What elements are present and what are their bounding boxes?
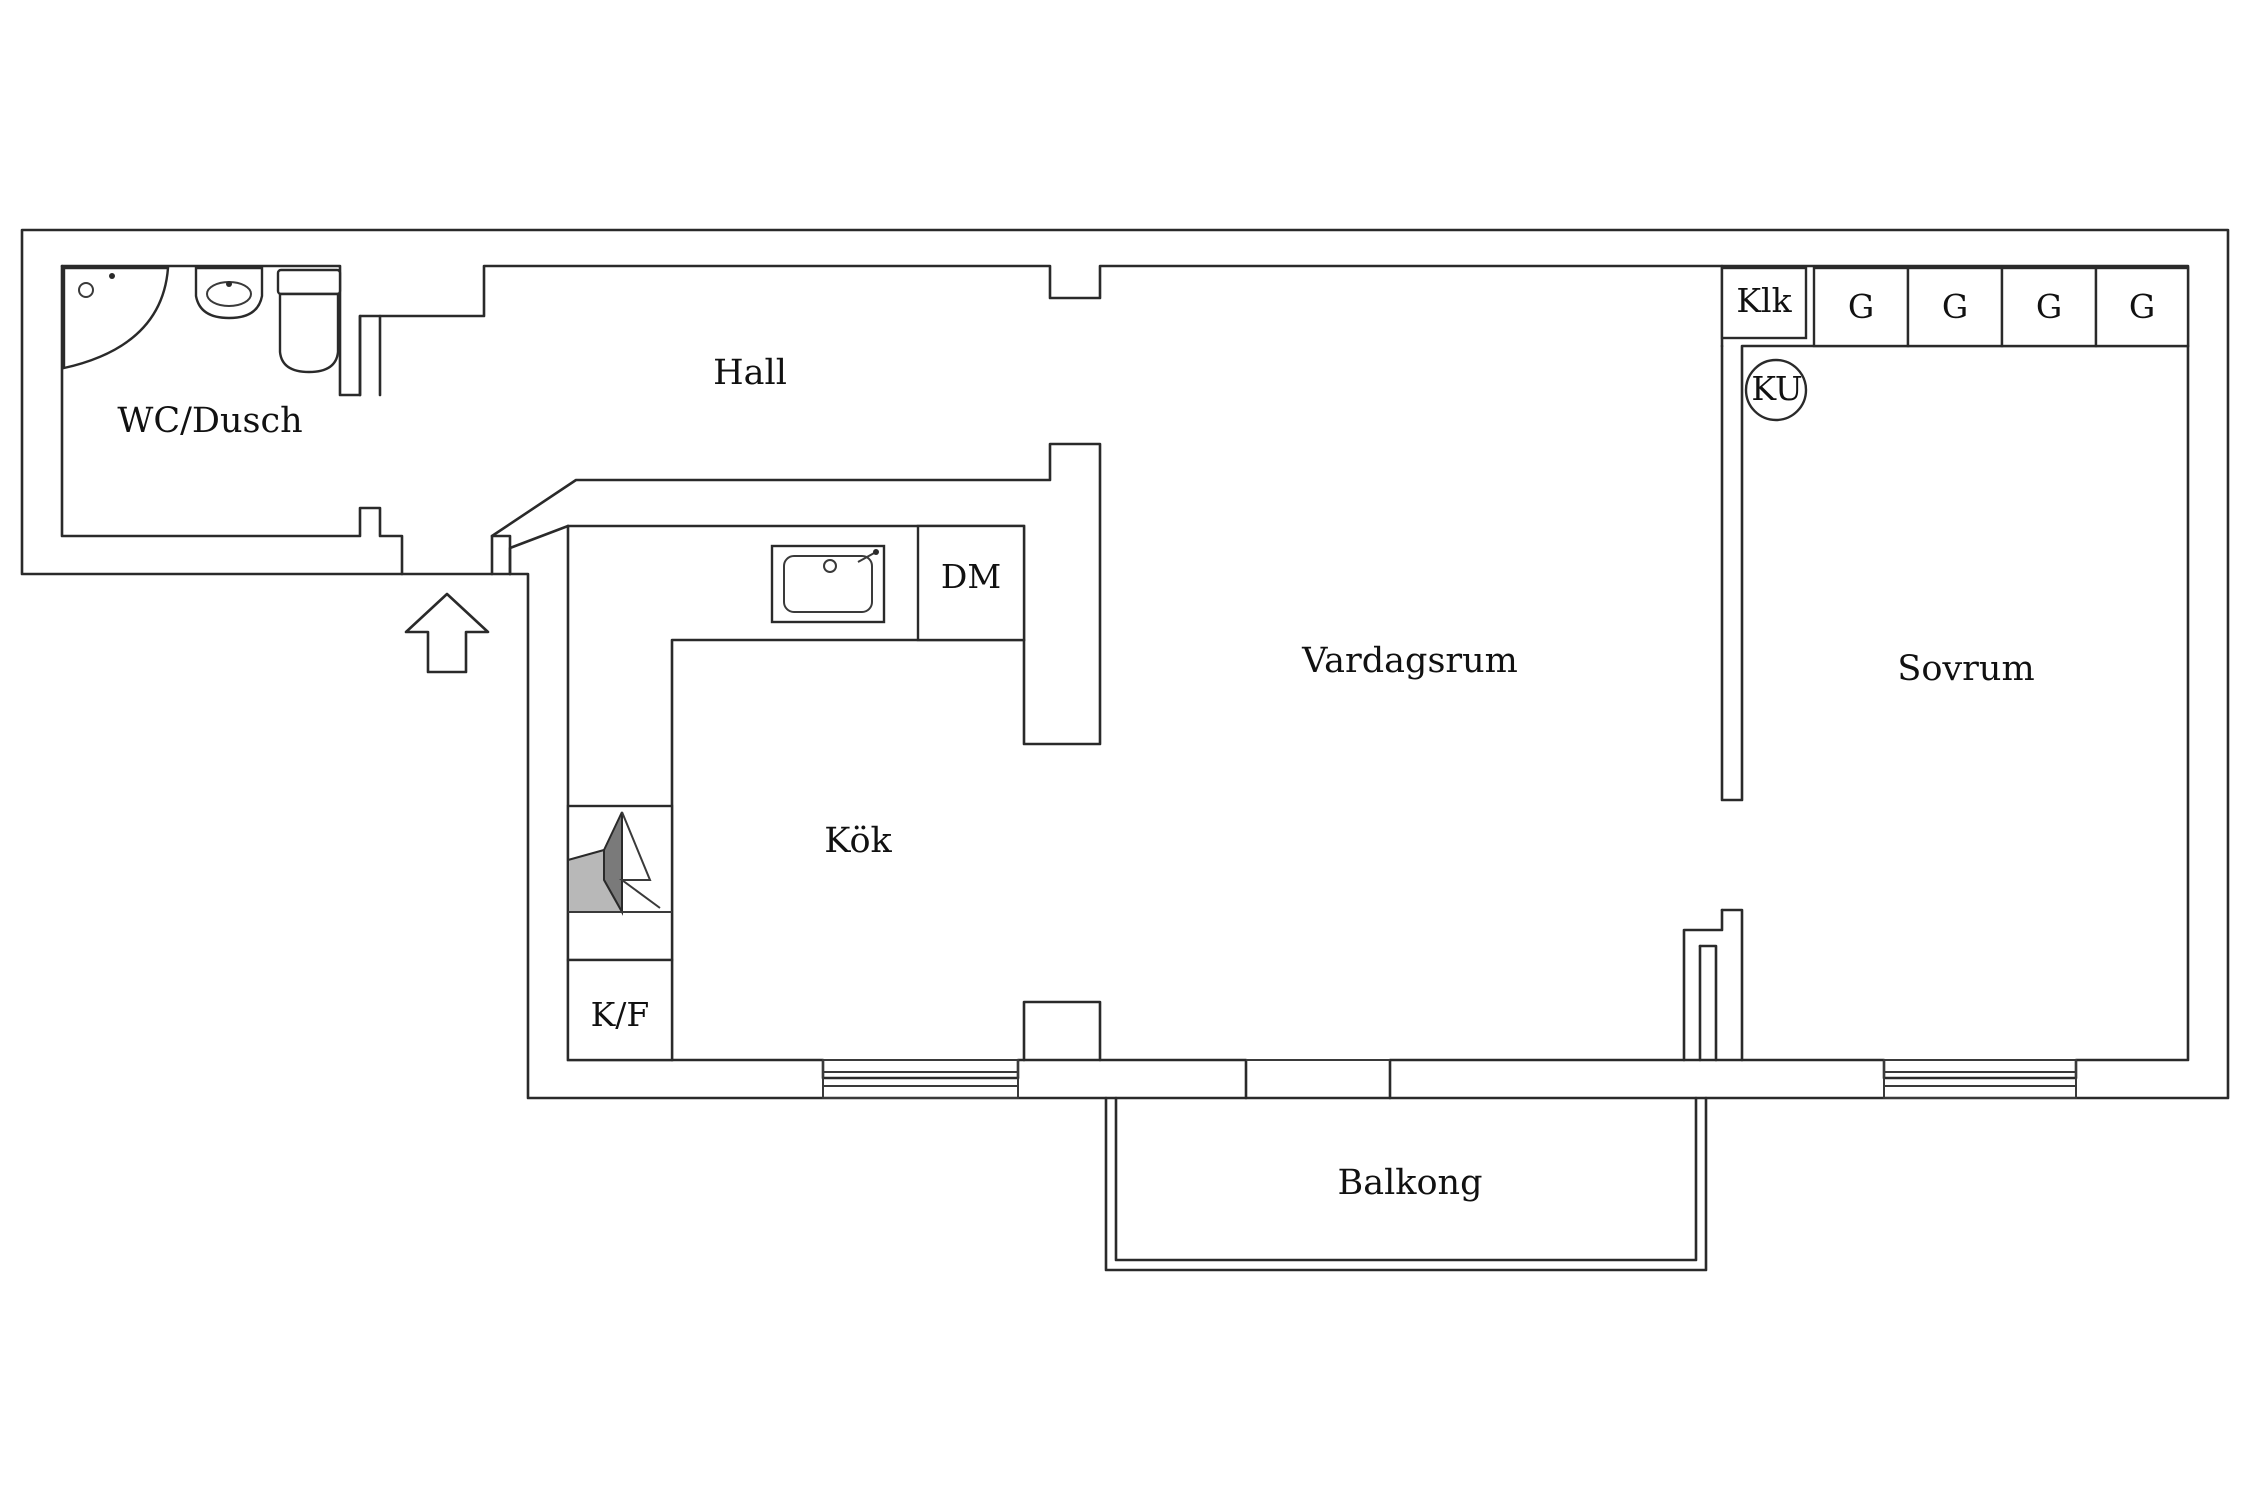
room-label-balcony: Balkong xyxy=(1337,1163,1482,1203)
room-label-hall: Hall xyxy=(713,353,787,393)
fixture-labels: DM K/F Klk G G G G KU xyxy=(591,281,2156,1034)
label-ku: KU xyxy=(1751,369,1802,408)
label-wardrobe: G xyxy=(2129,287,2155,326)
toilet-icon xyxy=(276,268,342,374)
label-fridge-freezer: K/F xyxy=(591,995,650,1034)
label-dishwasher: DM xyxy=(941,557,1001,596)
ku-circle xyxy=(1744,358,1808,422)
kitchen-sink-icon xyxy=(770,544,886,624)
wardrobe-row xyxy=(1812,266,2190,348)
kitchen-wall-stub xyxy=(1022,1000,1102,1062)
balcony-outline xyxy=(1104,1096,1708,1272)
label-wardrobe: G xyxy=(1848,287,1874,326)
dishwasher-box xyxy=(916,524,1026,642)
room-label-kitchen: Kök xyxy=(824,821,892,861)
label-wardrobe: G xyxy=(2036,287,2062,326)
room-label-wc: WC/Dusch xyxy=(117,401,302,441)
stove-icon xyxy=(566,804,674,962)
label-closet: Klk xyxy=(1736,281,1792,320)
entrance-arrow-icon xyxy=(404,592,490,674)
shower-icon xyxy=(62,266,170,370)
windows xyxy=(822,1059,2077,1099)
room-label-living: Vardagsrum xyxy=(1301,641,1518,681)
room-labels: WC/Dusch Hall Kök Vardagsrum Sovrum Balk… xyxy=(117,353,2034,1203)
room-label-bedroom: Sovrum xyxy=(1897,649,2034,689)
wc-hall-wall xyxy=(358,314,382,397)
fridge-freezer-box xyxy=(566,958,674,1062)
label-wardrobe: G xyxy=(1942,287,1968,326)
closet-box xyxy=(1720,266,1808,340)
washbasin-icon xyxy=(194,266,264,320)
